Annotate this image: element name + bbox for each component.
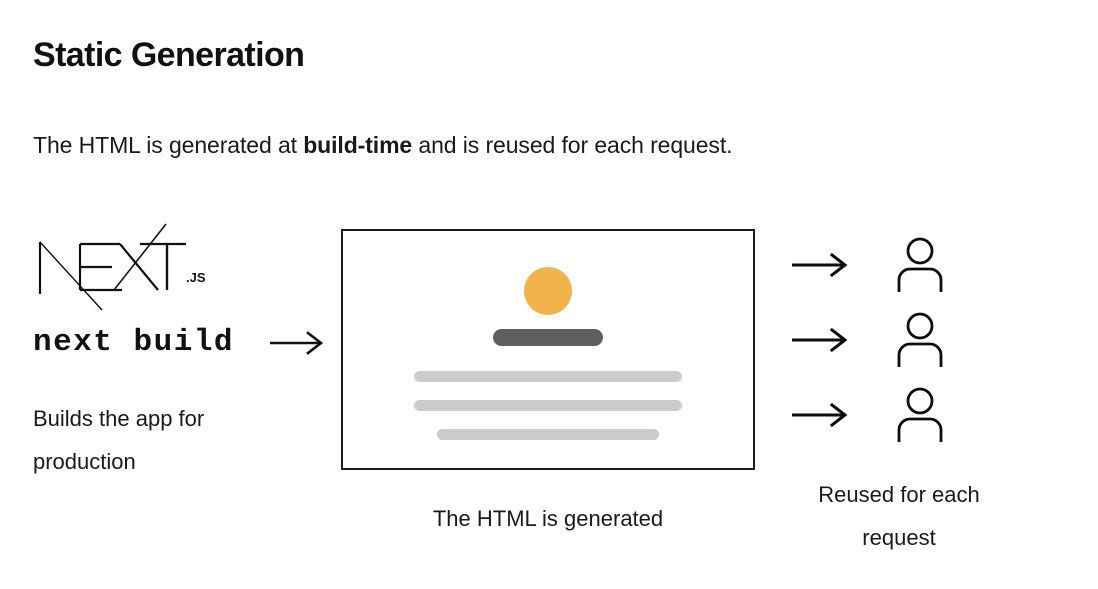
command-text: next build bbox=[33, 325, 235, 360]
mockup-text-line bbox=[414, 400, 682, 411]
mockup-text-line bbox=[414, 371, 682, 382]
request-row bbox=[790, 236, 946, 294]
subtitle-text-after: and is reused for each request. bbox=[412, 132, 733, 158]
arrow-right-icon bbox=[792, 402, 848, 428]
mockup-heading-bar bbox=[493, 329, 603, 346]
mockup-text-line bbox=[437, 429, 659, 440]
mockup-avatar-circle bbox=[524, 267, 572, 315]
user-icon bbox=[897, 312, 943, 367]
page-subtitle: The HTML is generated at build-time and … bbox=[33, 132, 733, 159]
request-row bbox=[790, 386, 946, 444]
page-mockup-card bbox=[341, 229, 755, 470]
arrow-right-icon bbox=[792, 252, 848, 278]
nextjs-logo: .JS bbox=[28, 222, 206, 312]
subtitle-text-before: The HTML is generated at bbox=[33, 132, 304, 158]
page-mockup-caption: The HTML is generated bbox=[432, 506, 664, 531]
arrow-right-icon bbox=[270, 330, 324, 355]
build-description: Builds the app for production bbox=[33, 398, 283, 484]
requests-caption-line-1: Reused for each bbox=[818, 482, 980, 507]
subtitle-emphasis: build-time bbox=[303, 132, 413, 158]
request-list bbox=[790, 236, 946, 444]
requests-caption-line-2: request bbox=[862, 524, 936, 550]
build-description-line-2: production bbox=[33, 448, 136, 474]
user-icon bbox=[897, 387, 943, 442]
next-build-command: next build bbox=[33, 325, 328, 360]
build-description-line-1: Builds the app for bbox=[33, 406, 205, 431]
nextjs-logo-suffix: .JS bbox=[186, 270, 206, 285]
request-row bbox=[790, 311, 946, 369]
user-icon bbox=[897, 237, 943, 292]
mockup-text-lines bbox=[343, 371, 753, 440]
page-title: Static Generation bbox=[33, 36, 305, 74]
requests-caption: Reused for each request bbox=[770, 474, 1028, 560]
arrow-right-icon bbox=[792, 327, 848, 353]
